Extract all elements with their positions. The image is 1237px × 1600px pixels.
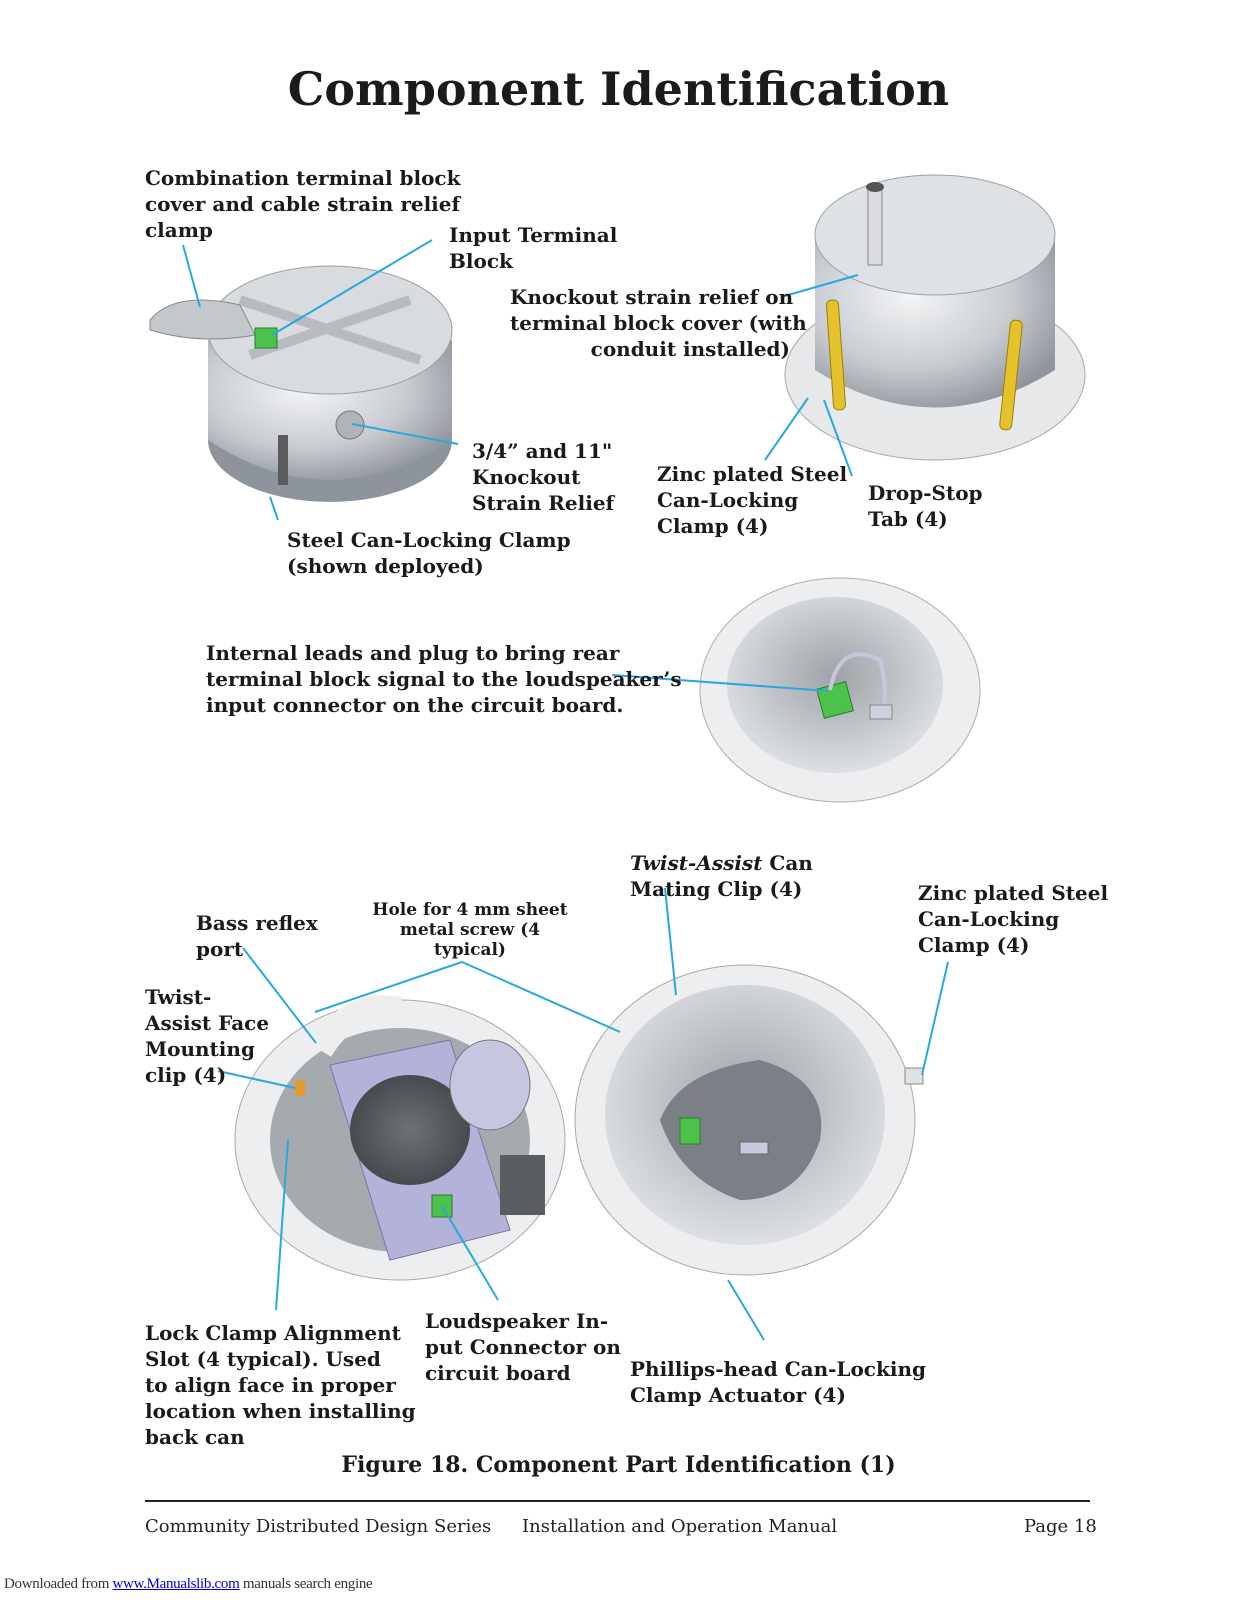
label-phillips-actuator: Phillips-head Can-Locking Clamp Actuator… bbox=[630, 1357, 926, 1407]
back-can-rear-view bbox=[149, 265, 453, 502]
download-notice: Downloaded from www.Manualslib.com manua… bbox=[4, 1576, 373, 1592]
label-loudspeaker-input-connector: Loudspeaker In- put Connector on circuit… bbox=[425, 1309, 621, 1385]
label-combination-cover: Combination terminal block cover and cab… bbox=[145, 166, 461, 242]
label-twist-assist-mating-clip: Twist-Assist Can Mating Clip (4) bbox=[630, 851, 813, 901]
footer-page-number: Page 18 bbox=[1024, 1516, 1097, 1537]
label-lock-clamp-slot: Lock Clamp Alignment Slot (4 typical). U… bbox=[145, 1321, 416, 1449]
label-internal-leads: Internal leads and plug to bring rear te… bbox=[206, 641, 682, 717]
label-knockout-strain-relief: 3/4” and 11" Knockout Strain Relief bbox=[472, 439, 615, 515]
manualslib-link[interactable]: www.Manualslib.com bbox=[112, 1576, 240, 1592]
label-zinc-clamp-bottom: Zinc plated Steel Can-Locking Clamp (4) bbox=[918, 881, 1109, 957]
footer-series: Community Distributed Design Series bbox=[145, 1516, 492, 1537]
can-interior-view bbox=[699, 577, 981, 803]
label-screw-hole: Hole for 4 mm sheet metal screw (4 typic… bbox=[372, 900, 568, 960]
figure-caption: Figure 18. Component Part Identification… bbox=[341, 1452, 896, 1478]
label-knockout-cover: Knockout strain relief on terminal block… bbox=[510, 285, 807, 361]
label-zinc-clamp-top: Zinc plated Steel Can-Locking Clamp (4) bbox=[657, 462, 848, 538]
label-drop-stop-tab: Drop-Stop Tab (4) bbox=[868, 481, 983, 531]
back-can-conduit-view bbox=[784, 174, 1086, 461]
label-bass-reflex-port: Bass reflex port bbox=[196, 911, 318, 961]
footer-divider bbox=[145, 1500, 1090, 1502]
back-can-inside-view bbox=[574, 964, 924, 1276]
speaker-baffle-view bbox=[234, 995, 566, 1281]
leader-lines bbox=[182, 239, 949, 1341]
page-title: Component Identification bbox=[287, 62, 950, 116]
label-steel-clamp: Steel Can-Locking Clamp (shown deployed) bbox=[287, 528, 571, 578]
label-twist-assist-face-clip: Twist- Assist Face Mounting clip (4) bbox=[145, 985, 270, 1087]
label-input-terminal-block: Input Terminal Block bbox=[449, 223, 618, 273]
footer-manual: Installation and Operation Manual bbox=[522, 1516, 838, 1537]
